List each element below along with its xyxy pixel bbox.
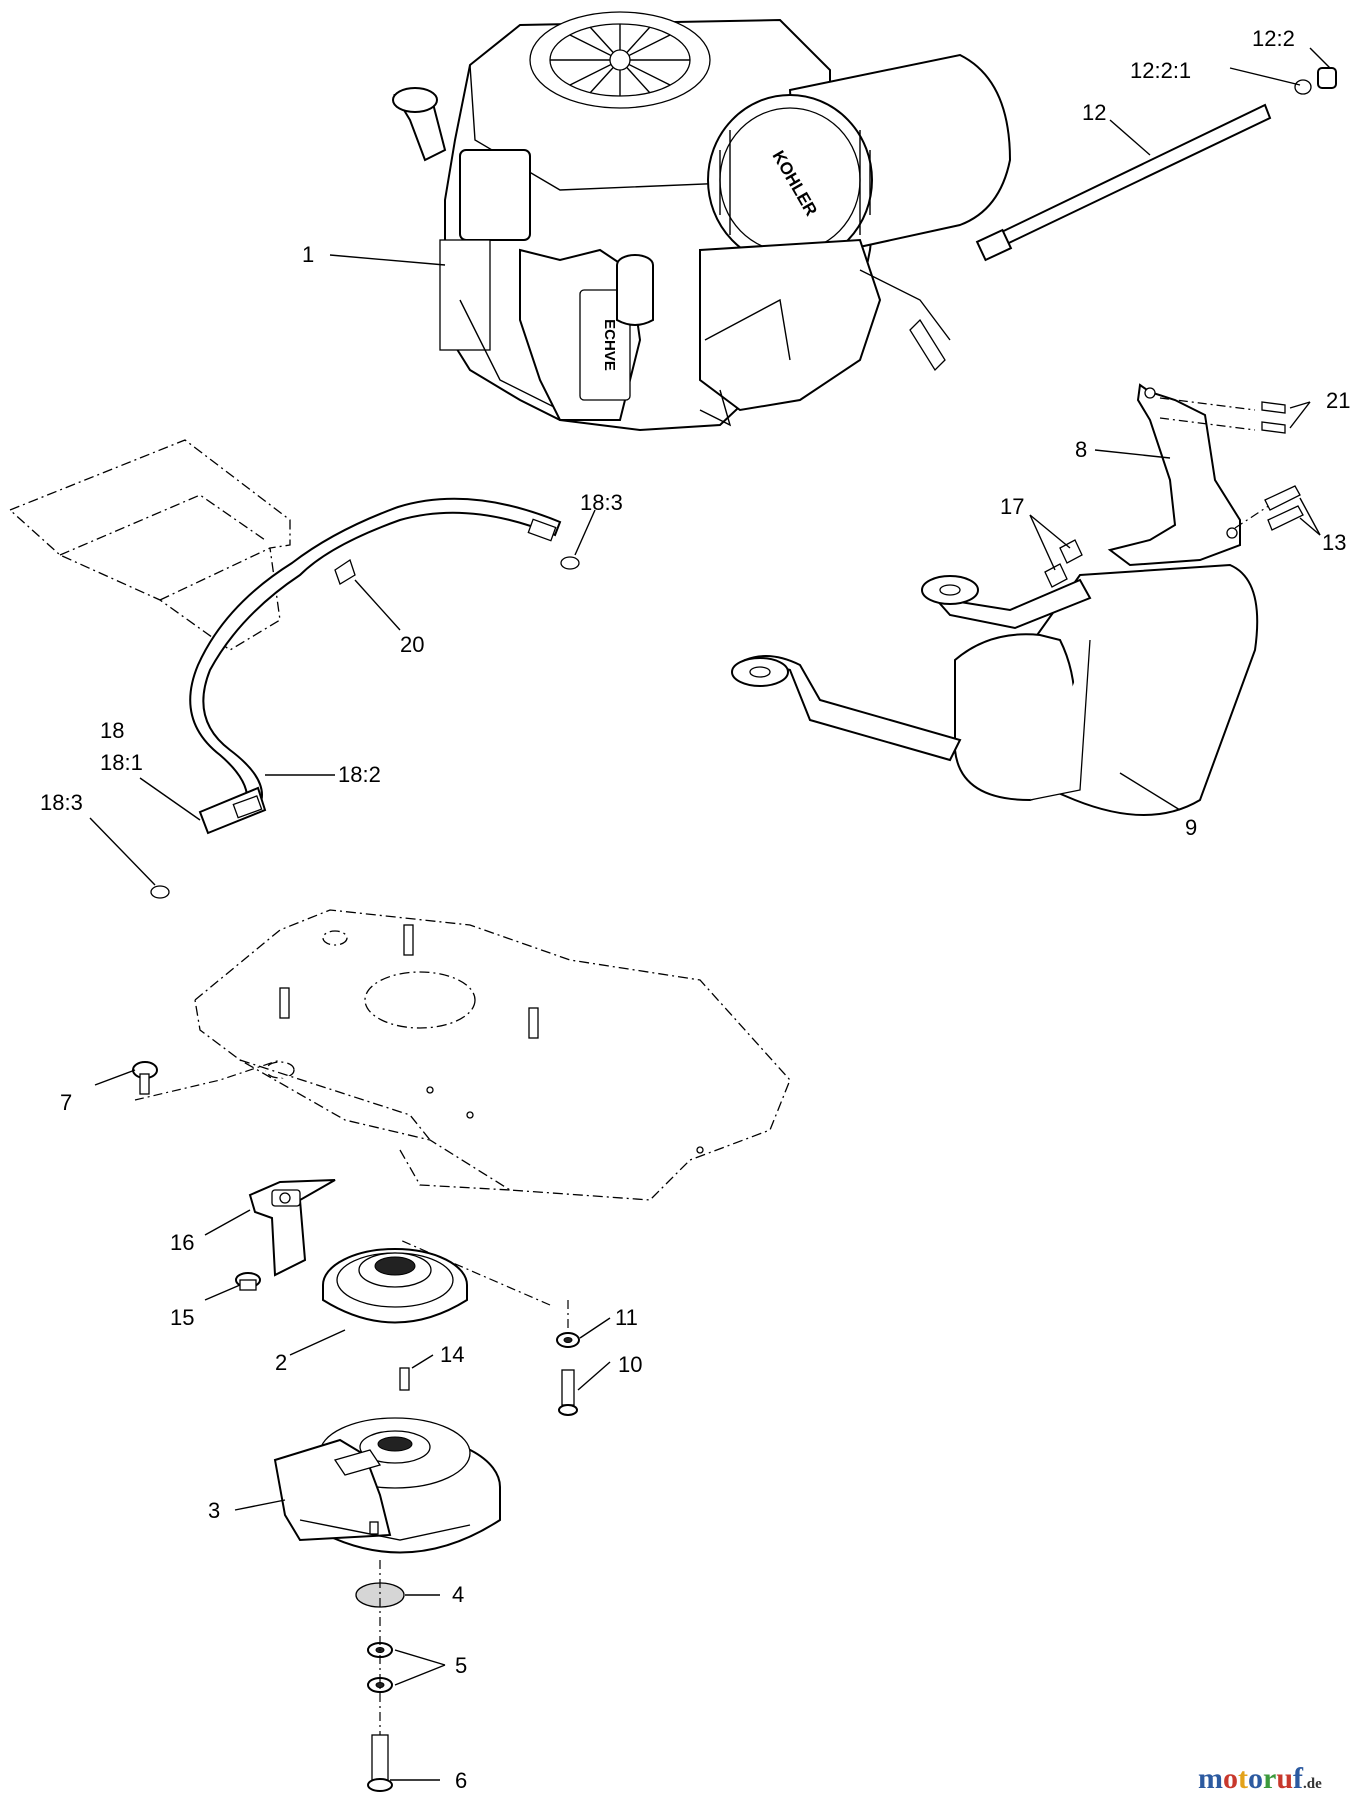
watermark-letter: o xyxy=(1223,1762,1238,1795)
bolt-10 xyxy=(558,1300,578,1416)
pto-clutch xyxy=(273,1417,501,1554)
engine-assembly: ECHVE KOHLER xyxy=(392,11,1012,432)
callout-12-2-1: 12:2:1 xyxy=(1130,58,1191,83)
callout-8: 8 xyxy=(1075,437,1087,462)
callout-1: 1 xyxy=(302,242,314,267)
woodruff-key xyxy=(399,1239,551,1391)
callout-21: 21 xyxy=(1326,388,1350,413)
bolt-6 xyxy=(367,1560,393,1792)
watermark-letter: u xyxy=(1276,1762,1293,1795)
watermark-letter: r xyxy=(1263,1762,1276,1795)
callout-14: 14 xyxy=(440,1342,464,1367)
callout-15: 15 xyxy=(170,1305,194,1330)
callout-13: 13 xyxy=(1322,530,1346,555)
callout-7: 7 xyxy=(60,1090,72,1115)
engine-model-label: ECHVE xyxy=(601,319,618,371)
flange-nut xyxy=(235,1272,261,1291)
engine-deck-plate xyxy=(194,909,791,1201)
callout-18-3-bottom: 18:3 xyxy=(40,790,83,815)
carriage-bolt xyxy=(132,1059,281,1101)
callout-9: 9 xyxy=(1185,815,1197,840)
watermark-letter: f xyxy=(1293,1762,1304,1795)
callout-18: 18 xyxy=(100,718,124,743)
watermark-suffix: .de xyxy=(1303,1776,1322,1792)
muffler-bracket xyxy=(1107,383,1241,567)
muffler xyxy=(731,563,1259,816)
callout-5: 5 xyxy=(455,1653,467,1678)
callout-17: 17 xyxy=(1000,494,1024,519)
callout-20: 20 xyxy=(400,632,424,657)
dipstick-tube xyxy=(975,67,1337,262)
bolts-13 xyxy=(1234,485,1304,531)
fuel-bracket-outline xyxy=(8,439,291,651)
callout-18-1: 18:1 xyxy=(100,750,143,775)
belt-guide-bracket xyxy=(248,1179,336,1277)
callout-12-2: 12:2 xyxy=(1252,26,1295,51)
watermark-letter: o xyxy=(1248,1762,1263,1795)
nuts-17 xyxy=(1044,539,1083,588)
callout-10: 10 xyxy=(618,1352,642,1377)
callout-6: 6 xyxy=(455,1768,467,1793)
leader-lines xyxy=(89,47,1331,1781)
callout-18-2: 18:2 xyxy=(338,762,381,787)
callout-3: 3 xyxy=(208,1498,220,1523)
fuel-line-hose xyxy=(150,497,580,899)
watermark-letter: m xyxy=(1198,1762,1223,1795)
air-cleaner-cover xyxy=(719,130,871,235)
callout-4: 4 xyxy=(452,1582,464,1607)
motoruf-watermark: motoruf.de xyxy=(1198,1762,1322,1795)
callout-12: 12 xyxy=(1082,100,1106,125)
bolts-21 xyxy=(1159,397,1286,434)
watermark-letter: t xyxy=(1238,1762,1248,1795)
pulley xyxy=(322,1248,468,1324)
callout-11: 11 xyxy=(615,1305,638,1330)
callout-labels: 12:2 12:2:1 12 1 21 8 17 13 18:3 20 18 1… xyxy=(40,26,1350,1793)
watermark-logo: motoruf.de xyxy=(1198,1762,1322,1795)
callout-2: 2 xyxy=(275,1350,287,1375)
callout-16: 16 xyxy=(170,1230,194,1255)
washer-11 xyxy=(556,1332,580,1348)
callout-18-3-top: 18:3 xyxy=(580,490,623,515)
